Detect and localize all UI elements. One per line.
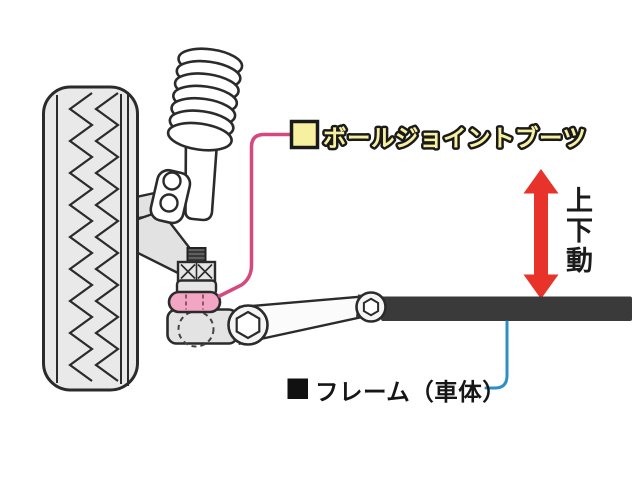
motion-label: 上下動 — [562, 186, 592, 276]
link-joint-inner — [227, 304, 269, 346]
tire-tread-zigzag — [68, 92, 94, 382]
castle-nut — [176, 260, 217, 283]
ball-joint-stud — [186, 247, 207, 264]
up-down-arrow-icon — [523, 169, 559, 299]
ball-joint-boot — [167, 290, 222, 314]
boot-legend-swatch — [289, 119, 320, 150]
coil-spring — [166, 47, 244, 152]
strut-bracket — [149, 168, 192, 225]
frame-pointer-line — [484, 320, 509, 390]
frame-label: フレーム（車体） — [315, 379, 506, 405]
frame-legend-swatch — [287, 378, 308, 399]
tire — [42, 85, 139, 392]
boot-pointer-line — [217, 132, 293, 298]
link-joint-outer — [355, 291, 387, 323]
frame-bar — [381, 296, 632, 321]
boot-label: ボールジョイントブーツ — [323, 124, 587, 151]
tire-tread-zigzag — [94, 92, 120, 382]
